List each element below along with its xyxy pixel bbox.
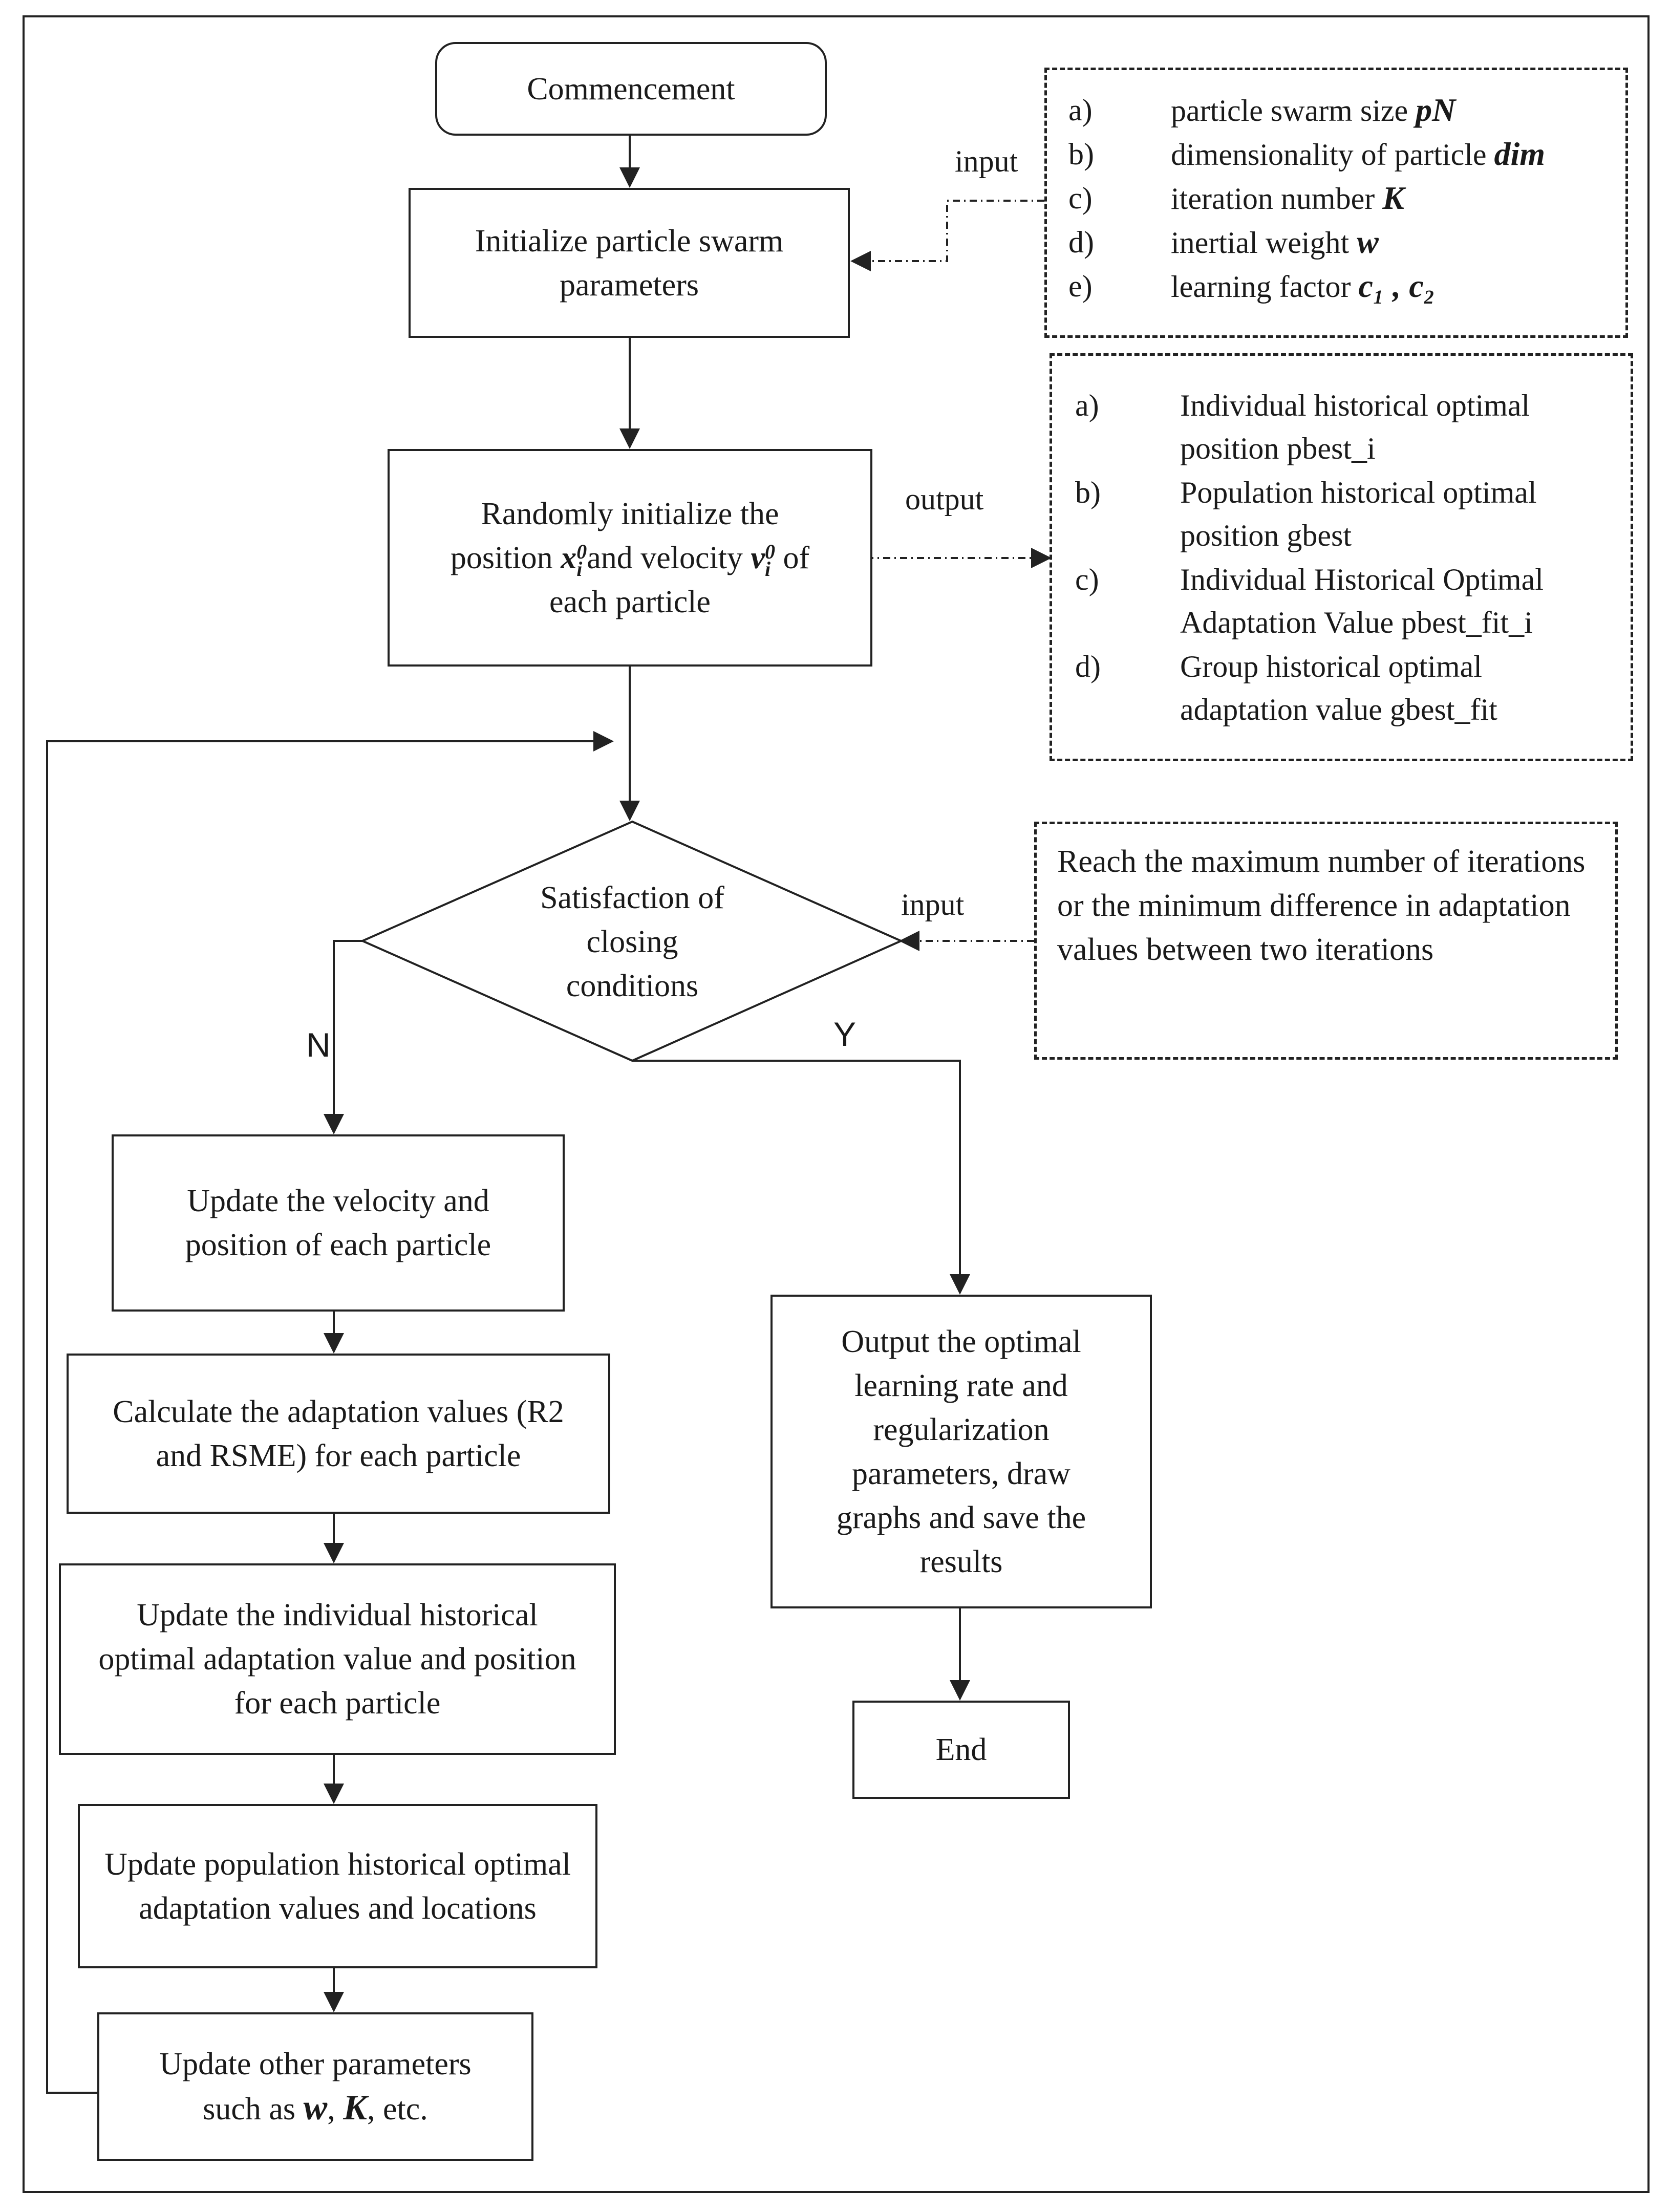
- k-symbol: K: [343, 2088, 367, 2128]
- update-other-node: Update other parameters such as w, K, et…: [97, 2012, 533, 2161]
- branch-no-label: N: [306, 1026, 331, 1064]
- update-population-node: Update population historical optimal ada…: [78, 1804, 597, 1968]
- calc-adaptation-node: Calculate the adaptation values (R2 and …: [67, 1354, 610, 1514]
- arrow-yes-branch: [632, 1060, 970, 1295]
- init-params-label: Initialize particle swarm parameters: [475, 223, 784, 303]
- input-label-decision: input: [901, 888, 965, 921]
- init-params-node: Initialize particle swarm parameters: [409, 188, 850, 338]
- start-node: Commencement: [435, 42, 827, 136]
- branch-yes-label: Y: [833, 1015, 857, 1053]
- dashed-input-params-arrow: [850, 200, 1044, 271]
- start-label: Commencement: [527, 71, 735, 106]
- update-other-label: Update other parameters such as w, K, et…: [159, 2047, 472, 2128]
- update-velocity-node: Update the velocity and position of each…: [112, 1134, 565, 1312]
- output-label: output: [905, 482, 984, 516]
- arrow-no-branch: [324, 940, 362, 1134]
- input-label-top: input: [955, 144, 1018, 178]
- v-symbol: v: [751, 540, 765, 575]
- output-result-label: Output the optimal learning rate and reg…: [836, 1324, 1086, 1579]
- w-symbol: w: [303, 2088, 328, 2128]
- output-result-node: Output the optimal learning rate and reg…: [770, 1295, 1152, 1608]
- stop-condition-text: Reach the maximum number of iterations o…: [1057, 844, 1586, 967]
- end-label: End: [935, 1732, 987, 1767]
- update-velocity-label: Update the velocity and position of each…: [185, 1184, 491, 1262]
- figure-frame: [23, 15, 1650, 2193]
- update-individual-node: Update the individual historical optimal…: [59, 1563, 616, 1755]
- decision-label: Satisfaction of closing conditions: [540, 880, 724, 1003]
- stop-condition-box: Reach the maximum number of iterations o…: [1034, 822, 1618, 1060]
- input-params-box: a) particle swarm size pN b) dimensional…: [1044, 68, 1628, 338]
- update-population-label: Update population historical optimal ada…: [104, 1846, 571, 1926]
- calc-adaptation-label: Calculate the adaptation values (R2 and …: [113, 1394, 564, 1473]
- decision-diamond: [360, 820, 904, 1062]
- x-symbol: x: [561, 540, 577, 575]
- end-node: End: [852, 1701, 1070, 1799]
- loop-back-line: [46, 731, 614, 2094]
- update-individual-label: Update the individual historical optimal…: [98, 1598, 576, 1721]
